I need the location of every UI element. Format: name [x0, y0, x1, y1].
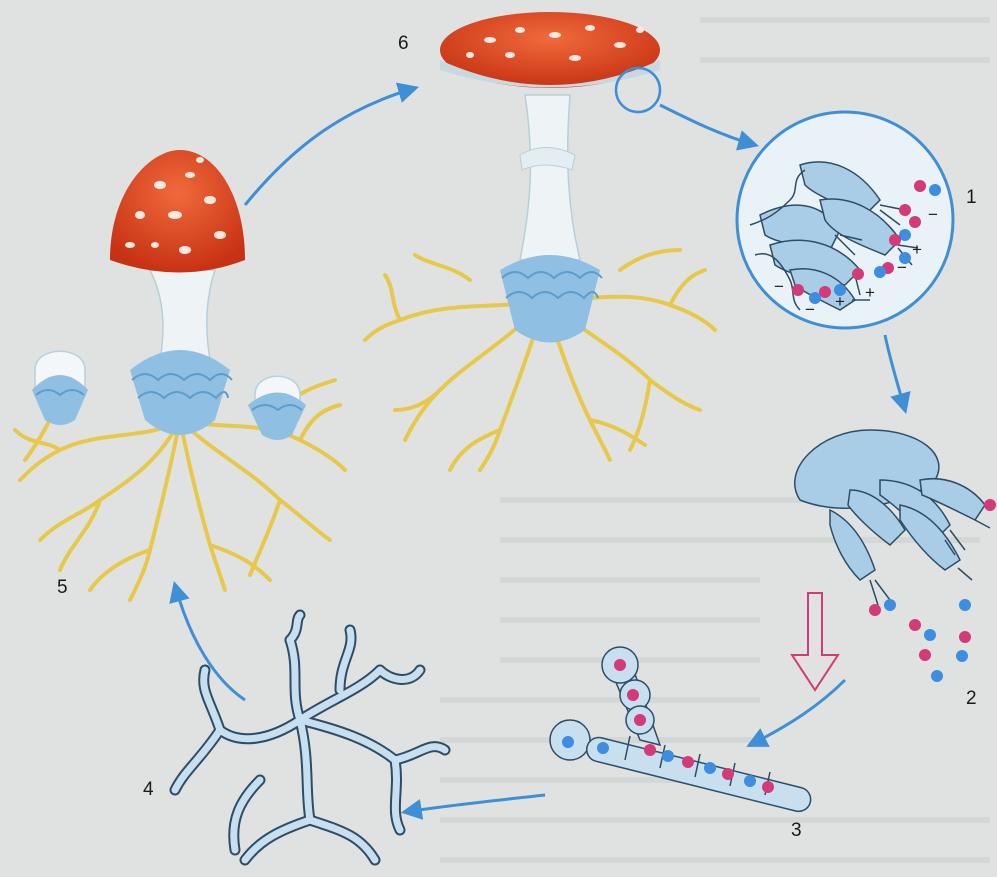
label-stage-5: 5	[57, 577, 68, 599]
arrow-2-to-3	[750, 680, 845, 745]
arrow-5-to-6	[245, 88, 415, 205]
mature-mushroom	[365, 12, 715, 470]
stem-5	[150, 270, 215, 360]
basidia-magnified	[737, 112, 953, 328]
cap-5	[110, 150, 245, 273]
minus-sign: −	[928, 205, 938, 225]
secondary-mycelium-fill	[175, 615, 445, 860]
arrow-6-to-1	[660, 105, 755, 145]
volva-6	[500, 255, 600, 343]
arrow-1-to-2	[885, 335, 905, 410]
minus-sign: −	[805, 300, 815, 320]
label-stage-3: 3	[791, 820, 802, 842]
small-button-left	[32, 351, 88, 425]
stem-6	[520, 95, 580, 260]
arrow-4-to-5	[175, 585, 245, 700]
plus-sign: +	[912, 240, 922, 260]
basidium-spore-release	[792, 430, 996, 690]
hollow-arrow	[792, 593, 838, 690]
young-mushroom	[15, 150, 345, 600]
label-stage-4: 4	[143, 779, 154, 801]
plus-sign: +	[835, 292, 845, 312]
small-button-right	[248, 376, 306, 440]
minus-sign: −	[897, 258, 907, 278]
label-stage-1: 1	[966, 187, 977, 209]
minus-sign: −	[774, 277, 784, 297]
label-stage-2: 2	[966, 688, 977, 710]
label-stage-6: 6	[398, 33, 409, 55]
plus-sign: +	[865, 283, 875, 303]
arrow-3-to-4	[405, 795, 545, 812]
